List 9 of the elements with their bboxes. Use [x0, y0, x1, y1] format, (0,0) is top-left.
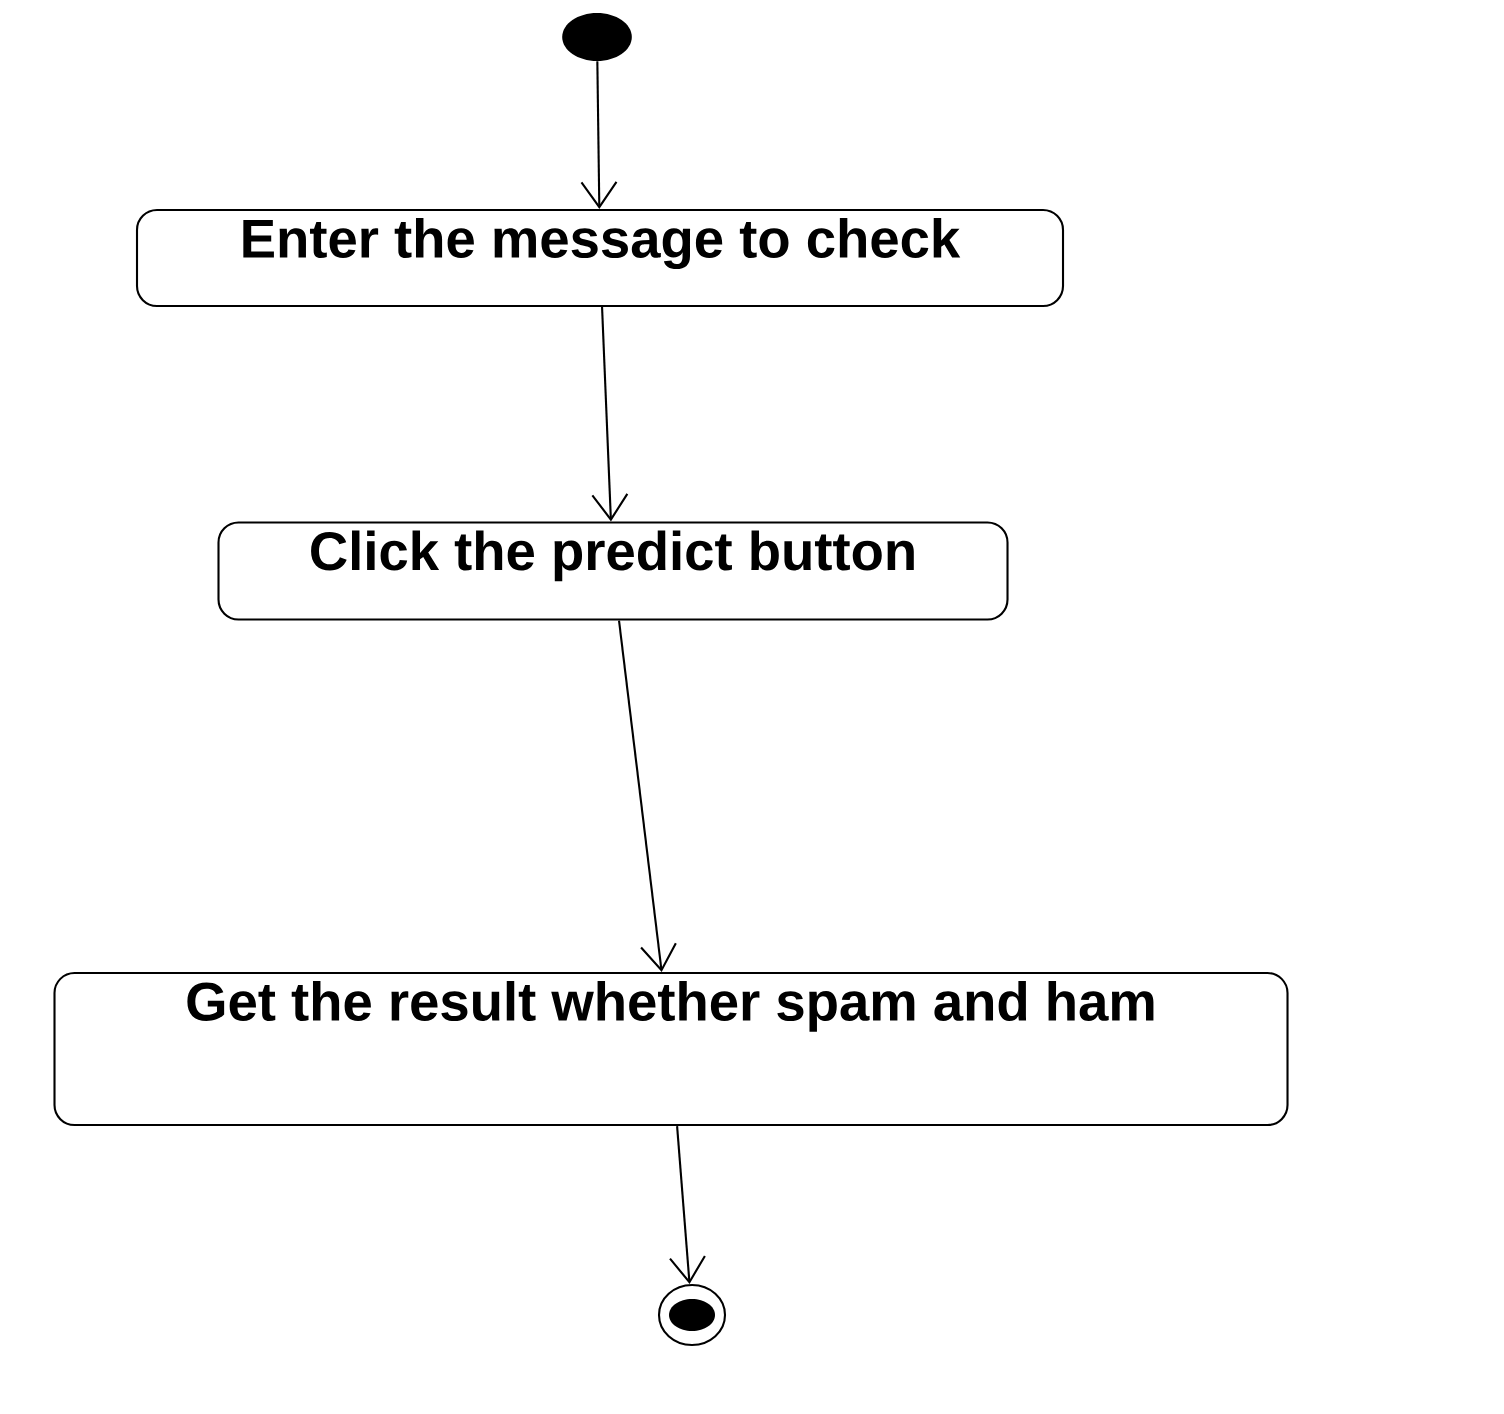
arrow — [591, 307, 629, 522]
arrow — [669, 1126, 706, 1285]
state-box: Enter the message to check — [135, 208, 1065, 308]
arrow — [580, 61, 618, 209]
start-dot — [562, 13, 632, 61]
state-box: Click the predict button — [217, 521, 1009, 621]
arrow — [617, 620, 677, 972]
end-bullseye — [657, 1283, 727, 1347]
state-box: Get the result whether spam and ham — [53, 971, 1289, 1127]
